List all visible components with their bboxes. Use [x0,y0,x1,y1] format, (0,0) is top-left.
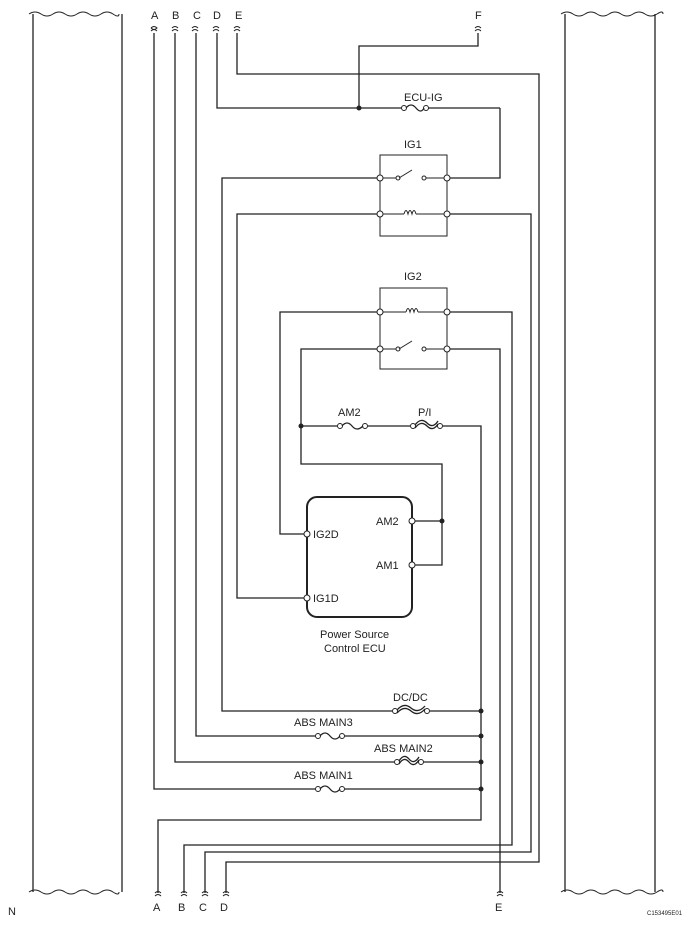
relay-ig2-label: IG2 [404,271,422,283]
fuse-ecu-ig: ECU-IG [390,92,443,112]
connector-bottom-b: B [178,902,185,914]
wires [153,33,540,893]
fuse-dcdc-label: DC/DC [393,692,428,704]
connector-top-d: D [213,10,221,22]
fuse-dcdc: DC/DC [392,692,430,715]
power-source-control-ecu: IG2D IG1D AM2 AM1 Power Source Control E… [303,496,416,655]
connector-bottom-a: A [153,902,161,914]
ecu-pin-am1: AM1 [376,560,399,572]
connector-breaks-bottom [154,891,504,897]
fuse-abs-main3: ABS MAIN3 [294,717,353,740]
connector-top-b: B [172,10,179,22]
fuse-abs-main1: ABS MAIN1 [294,770,353,793]
fuse-ecu-ig-label: ECU-IG [404,92,443,104]
connector-bottom-d: D [220,902,228,914]
fuse-am2: AM2 [337,407,368,430]
connector-top-f: F [475,10,482,22]
ecu-pin-ig2d: IG2D [313,529,339,541]
junction-dots [298,105,484,792]
fuse-abs-main2-label: ABS MAIN2 [374,743,433,755]
connector-top-c: C [193,10,201,22]
ecu-name-line1: Power Source [320,629,389,641]
connector-bottom-e: E [495,902,502,914]
relay-ig1-label: IG1 [404,139,422,151]
corner-label: N [8,906,16,918]
ecu-pin-am2: AM2 [376,516,399,528]
fuse-pi: P/I [410,407,443,430]
fuse-abs-main3-label: ABS MAIN3 [294,717,353,729]
figure-code: C153495E01 [647,911,683,917]
fuse-pi-label: P/I [418,407,431,419]
relay-ig2: IG2 [376,271,451,370]
connector-bottom-c: C [199,902,207,914]
ecu-name-line2: Control ECU [324,643,386,655]
connector-breaks-top [150,26,482,32]
right-side-bar [560,11,664,895]
connector-top-e: E [235,10,242,22]
fuse-abs-main2: ABS MAIN2 [374,743,433,766]
ecu-pin-ig1d: IG1D [313,593,339,605]
connector-top-a: A [151,10,159,22]
fuse-am2-label: AM2 [338,407,361,419]
left-side-bar [28,11,123,895]
fuse-abs-main1-label: ABS MAIN1 [294,770,353,782]
relay-ig1: IG1 [376,139,451,237]
